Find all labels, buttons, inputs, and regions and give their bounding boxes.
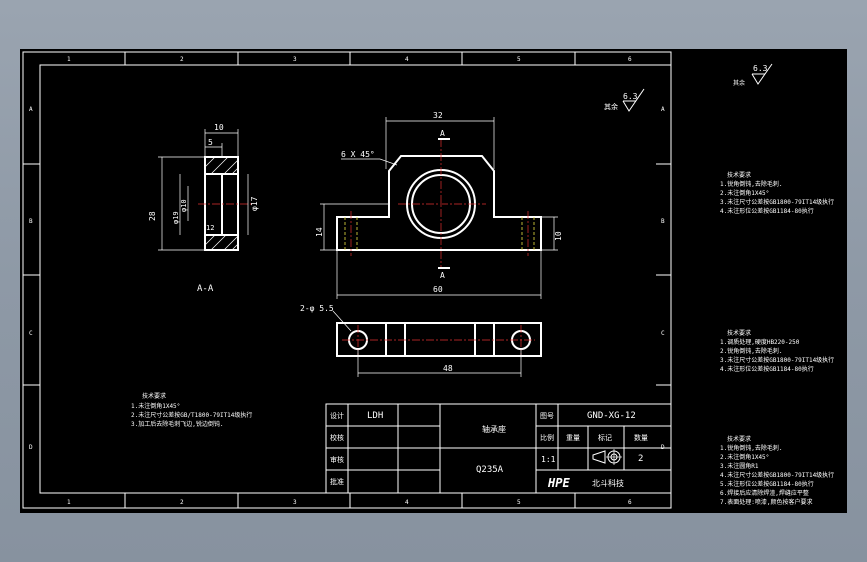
drawing-number: GND-XG-12 — [587, 411, 636, 421]
section-label: A-A — [197, 284, 214, 294]
tech-notes-side-b: 技术要求 1.调质处理,硬度HB220-250 2.锐角倒钝,去除毛刺. 3.未… — [720, 329, 834, 373]
svg-text:4.未注形位公差按GB1184-80执行: 4.未注形位公差按GB1184-80执行 — [720, 365, 814, 373]
svg-text:技术要求: 技术要求 — [727, 329, 751, 337]
label-check: 校核 — [330, 433, 344, 442]
svg-text:3.未注尺寸公差按GB1800-79IT14级执行: 3.未注尺寸公差按GB1800-79IT14级执行 — [720, 198, 834, 206]
zone-number: 1 — [67, 56, 71, 63]
zone-letter: B — [661, 218, 665, 225]
cad-drawing: 1 2 3 4 5 6 1 2 3 4 5 6 A B C D A B C D … — [22, 51, 834, 509]
dim-holes: 2-φ 5.5 — [300, 304, 334, 313]
dim-phi19: φ19 — [172, 211, 180, 224]
label-drawing-no: 图号 — [540, 412, 554, 420]
company-name: 北斗科技 — [592, 478, 624, 488]
svg-text:技术要求: 技术要求 — [142, 392, 166, 400]
dim-chamfer: 6 X 45° — [341, 150, 375, 159]
svg-text:6.3: 6.3 — [753, 64, 768, 73]
zone-letter: C — [29, 330, 33, 337]
tech-notes-side-a: 技术要求 1.锐角倒钝,去除毛刺. 2.未注倒角1X45° 3.未注尺寸公差按G… — [720, 171, 834, 215]
label-scale: 比例 — [540, 433, 554, 442]
dim-48: 48 — [443, 364, 453, 373]
zone-number: 2 — [180, 499, 184, 506]
material: Q235A — [476, 465, 504, 475]
svg-text:7.表面处理:喷漆,颜色按客户要求: 7.表面处理:喷漆,颜色按客户要求 — [720, 498, 812, 506]
designer-name: LDH — [367, 411, 383, 421]
title-block: 设计 校核 审核 批准 图号 比例 重量 标记 数量 LDH 轴承座 Q235A… — [325, 403, 672, 494]
label-weight: 重量 — [566, 434, 580, 442]
svg-text:4.未注尺寸公差按GB1800-79IT14级执行: 4.未注尺寸公差按GB1800-79IT14级执行 — [720, 471, 834, 479]
dim-12: 12 — [206, 224, 214, 232]
svg-text:1.调质处理,硬度HB220-250: 1.调质处理,硬度HB220-250 — [720, 338, 800, 346]
label-mark: 标记 — [598, 433, 612, 442]
svg-text:3.未注尺寸公差按GB1800-79IT14级执行: 3.未注尺寸公差按GB1800-79IT14级执行 — [720, 356, 834, 364]
dim-28: 28 — [148, 211, 157, 221]
zone-number: 3 — [293, 499, 297, 506]
svg-text:6.焊接后应清除焊渣,焊缝应平整: 6.焊接后应清除焊渣,焊缝应平整 — [720, 489, 809, 497]
dim-60: 60 — [433, 285, 443, 294]
quantity-value: 2 — [638, 454, 643, 464]
drawing-canvas: 1 2 3 4 5 6 1 2 3 4 5 6 A B C D A B C D … — [20, 49, 847, 513]
zone-letter: A — [29, 106, 33, 113]
zone-number: 1 — [67, 499, 71, 506]
svg-text:2.未注倒角1X45°: 2.未注倒角1X45° — [720, 453, 769, 461]
svg-text:2.锐角倒钝,去除毛刺.: 2.锐角倒钝,去除毛刺. — [720, 347, 782, 355]
zone-number: 3 — [293, 56, 297, 63]
svg-text:4.未注形位公差按GB1184-80执行: 4.未注形位公差按GB1184-80执行 — [720, 207, 814, 215]
zone-number: 6 — [628, 499, 632, 506]
svg-text:3.加工后去除毛刺飞边,锐边倒钝.: 3.加工后去除毛刺飞边,锐边倒钝. — [131, 420, 223, 428]
dim-phi10: φ10 — [180, 199, 188, 212]
zone-number: 5 — [517, 499, 521, 506]
dim-5: 5 — [208, 138, 213, 147]
top-view: 2-φ 5.5 48 — [300, 304, 542, 377]
svg-text:技术要求: 技术要求 — [727, 435, 751, 443]
front-view: 32 A A 6 X 45° 14 10 60 — [315, 111, 563, 299]
svg-text:2.未注倒角1X45°: 2.未注倒角1X45° — [720, 189, 769, 197]
label-review: 审核 — [330, 455, 344, 464]
tech-notes-left: 技术要求 1.未注倒角1X45° 2.未注尺寸公差按GB/T1800-79IT1… — [131, 392, 252, 428]
svg-text:其余: 其余 — [733, 79, 745, 87]
section-marker-a: A — [440, 271, 445, 280]
svg-text:2.未注尺寸公差按GB/T1800-79IT14级执行: 2.未注尺寸公差按GB/T1800-79IT14级执行 — [131, 411, 252, 419]
svg-text:5.未注形位公差按GB1184-80执行: 5.未注形位公差按GB1184-80执行 — [720, 480, 814, 488]
svg-text:1.未注倒角1X45°: 1.未注倒角1X45° — [131, 402, 180, 410]
frame-border — [39, 64, 672, 494]
svg-text:6.3: 6.3 — [623, 92, 638, 101]
zone-number: 2 — [180, 56, 184, 63]
zone-letter: B — [29, 218, 33, 225]
zone-number: 5 — [517, 56, 521, 63]
tech-notes-side-c: 技术要求 1.锐角倒钝,去除毛刺. 2.未注倒角1X45° 3.未注圆角R1 4… — [720, 435, 834, 506]
projection-symbol-icon — [592, 449, 622, 465]
dim-10b: 10 — [554, 231, 563, 241]
side-panel: 其余 6.3 技术要求 1.锐角倒钝,去除毛刺. 2.未注倒角1X45° 3.未… — [720, 63, 834, 506]
zone-letter: A — [661, 106, 665, 113]
section-marker-a: A — [440, 129, 445, 138]
svg-text:其余: 其余 — [604, 102, 618, 111]
zone-ticks — [23, 52, 671, 508]
zone-number: 4 — [405, 56, 409, 63]
dim-10: 10 — [214, 123, 224, 132]
zone-letter: C — [661, 330, 665, 337]
section-view-a-a: 10 5 28 φ19 φ10 φ17 12 A-A — [148, 123, 259, 294]
zone-number: 6 — [628, 56, 632, 63]
part-name: 轴承座 — [482, 424, 506, 434]
label-design: 设计 — [330, 411, 344, 420]
svg-text:技术要求: 技术要求 — [727, 171, 751, 179]
svg-text:3.未注圆角R1: 3.未注圆角R1 — [720, 462, 759, 470]
roughness-symbol: 其余 6.3 — [604, 88, 645, 112]
svg-text:1.锐角倒钝,去除毛刺.: 1.锐角倒钝,去除毛刺. — [720, 444, 782, 452]
label-approve: 批准 — [330, 477, 344, 486]
brand-logo: HPE — [547, 476, 570, 490]
side-roughness-symbol: 其余 6.3 — [733, 63, 773, 87]
dim-32: 32 — [433, 111, 443, 120]
zone-letter: D — [29, 444, 33, 451]
label-quantity: 数量 — [634, 433, 648, 442]
dim-phi17: φ17 — [250, 196, 259, 211]
svg-text:1.锐角倒钝,去除毛刺.: 1.锐角倒钝,去除毛刺. — [720, 180, 782, 188]
dim-14: 14 — [315, 227, 324, 237]
zone-number: 4 — [405, 499, 409, 506]
scale-value: 1:1 — [541, 455, 556, 464]
